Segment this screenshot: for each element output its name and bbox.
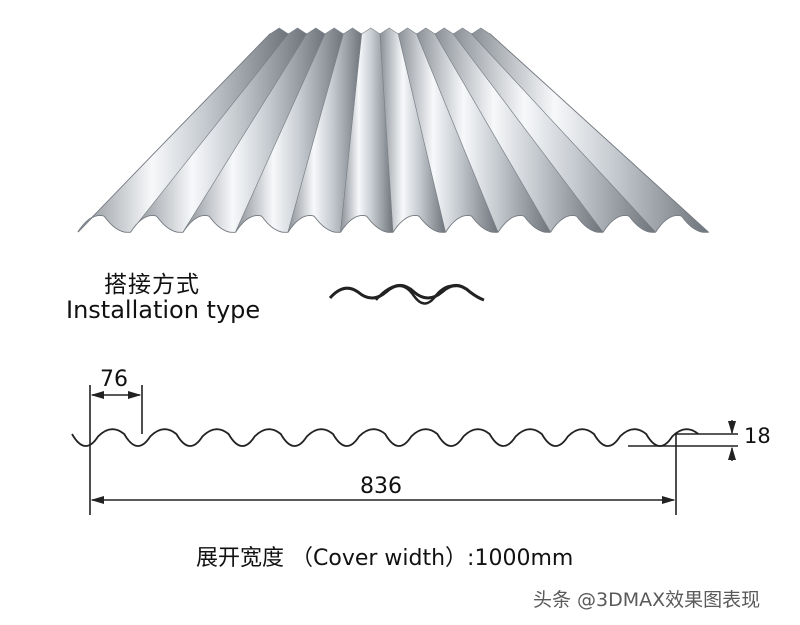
- profile-wave: [71, 428, 699, 447]
- corrugated-sheet-render: [77, 27, 710, 233]
- overlap-profile: [328, 284, 485, 305]
- height-dimension-label: 18: [744, 424, 771, 448]
- cover-width-label: 展开宽度 （Cover width）:1000mm: [196, 546, 574, 571]
- sheet-rib: [130, 27, 308, 233]
- width-dimension-label: 836: [360, 474, 402, 499]
- installation-type-label-cn: 搭接方式: [104, 272, 200, 298]
- sheet-rib: [471, 27, 709, 233]
- profile-drawing: [71, 385, 738, 515]
- sheet-rib: [77, 27, 289, 233]
- pitch-dimension-label: 76: [100, 367, 128, 392]
- watermark: 头条 @3DMAX效果图表现: [533, 589, 761, 611]
- installation-type-label-en: Installation type: [66, 296, 261, 324]
